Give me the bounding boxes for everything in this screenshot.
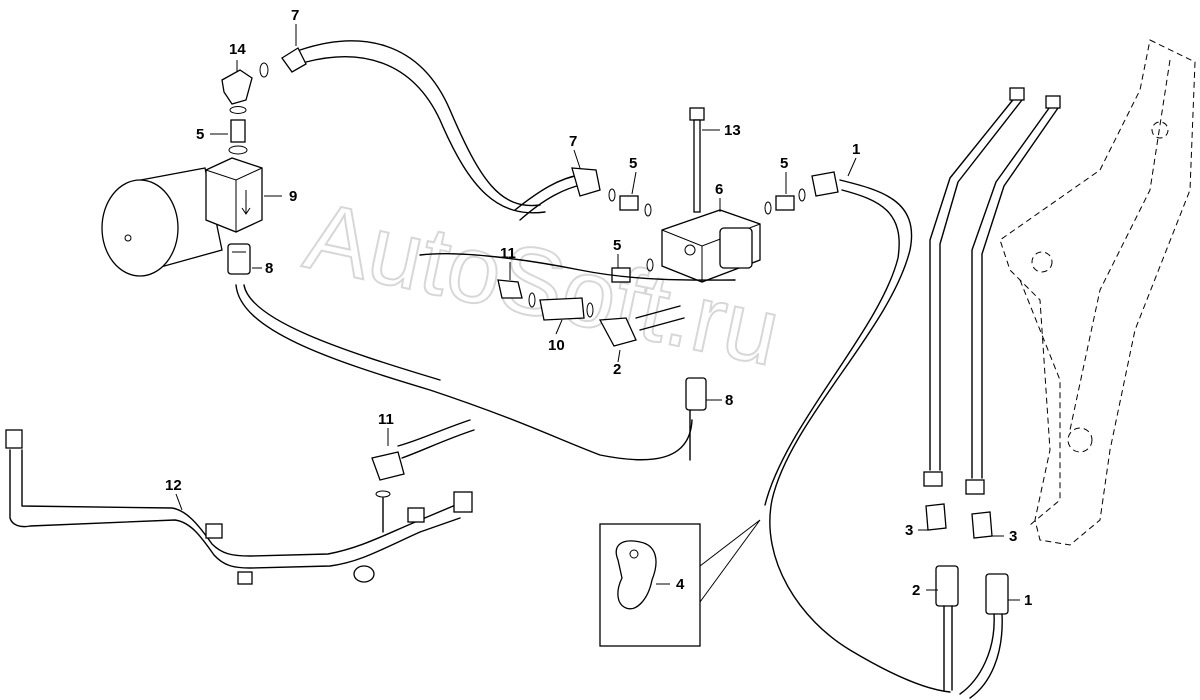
callout-8-center: 8 — [725, 392, 733, 409]
callout-14: 14 — [229, 41, 246, 58]
adapter-5-lower — [611, 258, 654, 283]
callout-1-right: 1 — [1024, 592, 1032, 609]
hose-11-lower — [371, 419, 475, 533]
callout-3-left: 3 — [905, 522, 913, 539]
callout-9: 9 — [289, 188, 297, 205]
callout-11-lower: 11 — [378, 411, 394, 428]
callout-13: 13 — [724, 122, 741, 139]
callout-5-center-left: 5 — [629, 155, 637, 172]
callout-3-right: 3 — [1009, 528, 1017, 545]
callout-5-top: 5 — [196, 126, 204, 143]
valve-block-9 — [205, 157, 263, 233]
hose-7-top — [281, 40, 546, 214]
callout-2-center: 2 — [613, 361, 621, 378]
accumulator — [101, 167, 223, 277]
callout-5-center-right: 5 — [780, 155, 788, 172]
hose-8-left-inner — [243, 284, 441, 381]
callout-1-center: 1 — [852, 141, 860, 158]
bolt-13 — [689, 107, 705, 213]
callout-7-top: 7 — [291, 7, 299, 24]
callout-4: 4 — [676, 576, 685, 593]
fitting-8-center — [685, 377, 707, 461]
clamp-4-detail — [599, 519, 761, 647]
callout-11-center: 11 — [500, 245, 516, 262]
adapter-5-center-left — [608, 188, 652, 217]
elbow-14 — [221, 62, 269, 105]
callout-7-center: 7 — [569, 133, 577, 150]
pipe-12 — [5, 429, 473, 585]
leader-lines — [175, 24, 1020, 601]
callout-12: 12 — [165, 477, 182, 494]
hose-1-center — [764, 171, 951, 693]
tee-10 — [528, 292, 594, 321]
adapter-5-top — [228, 106, 248, 155]
hose-11-center — [419, 253, 736, 299]
adapter-5-center-right — [764, 188, 806, 215]
fitting-8-left — [227, 243, 251, 275]
callout-10: 10 — [548, 337, 565, 354]
callout-6: 6 — [715, 181, 723, 198]
callout-8-left: 8 — [265, 260, 273, 277]
callout-5-lower: 5 — [613, 237, 621, 254]
pipe-right-a — [929, 87, 1025, 471]
elbow-2-center — [598, 305, 685, 347]
valve-6 — [661, 209, 761, 283]
hose-7-center — [514, 167, 601, 221]
pipe-right-b — [971, 95, 1061, 479]
callouts: 14 7 5 9 8 7 5 13 5 1 6 11 5 10 2 8 11 1… — [165, 7, 1032, 609]
hose-8-left — [235, 284, 693, 461]
callout-2-right: 2 — [912, 582, 920, 599]
boom-outline — [999, 39, 1196, 546]
fittings-right — [923, 471, 1009, 699]
